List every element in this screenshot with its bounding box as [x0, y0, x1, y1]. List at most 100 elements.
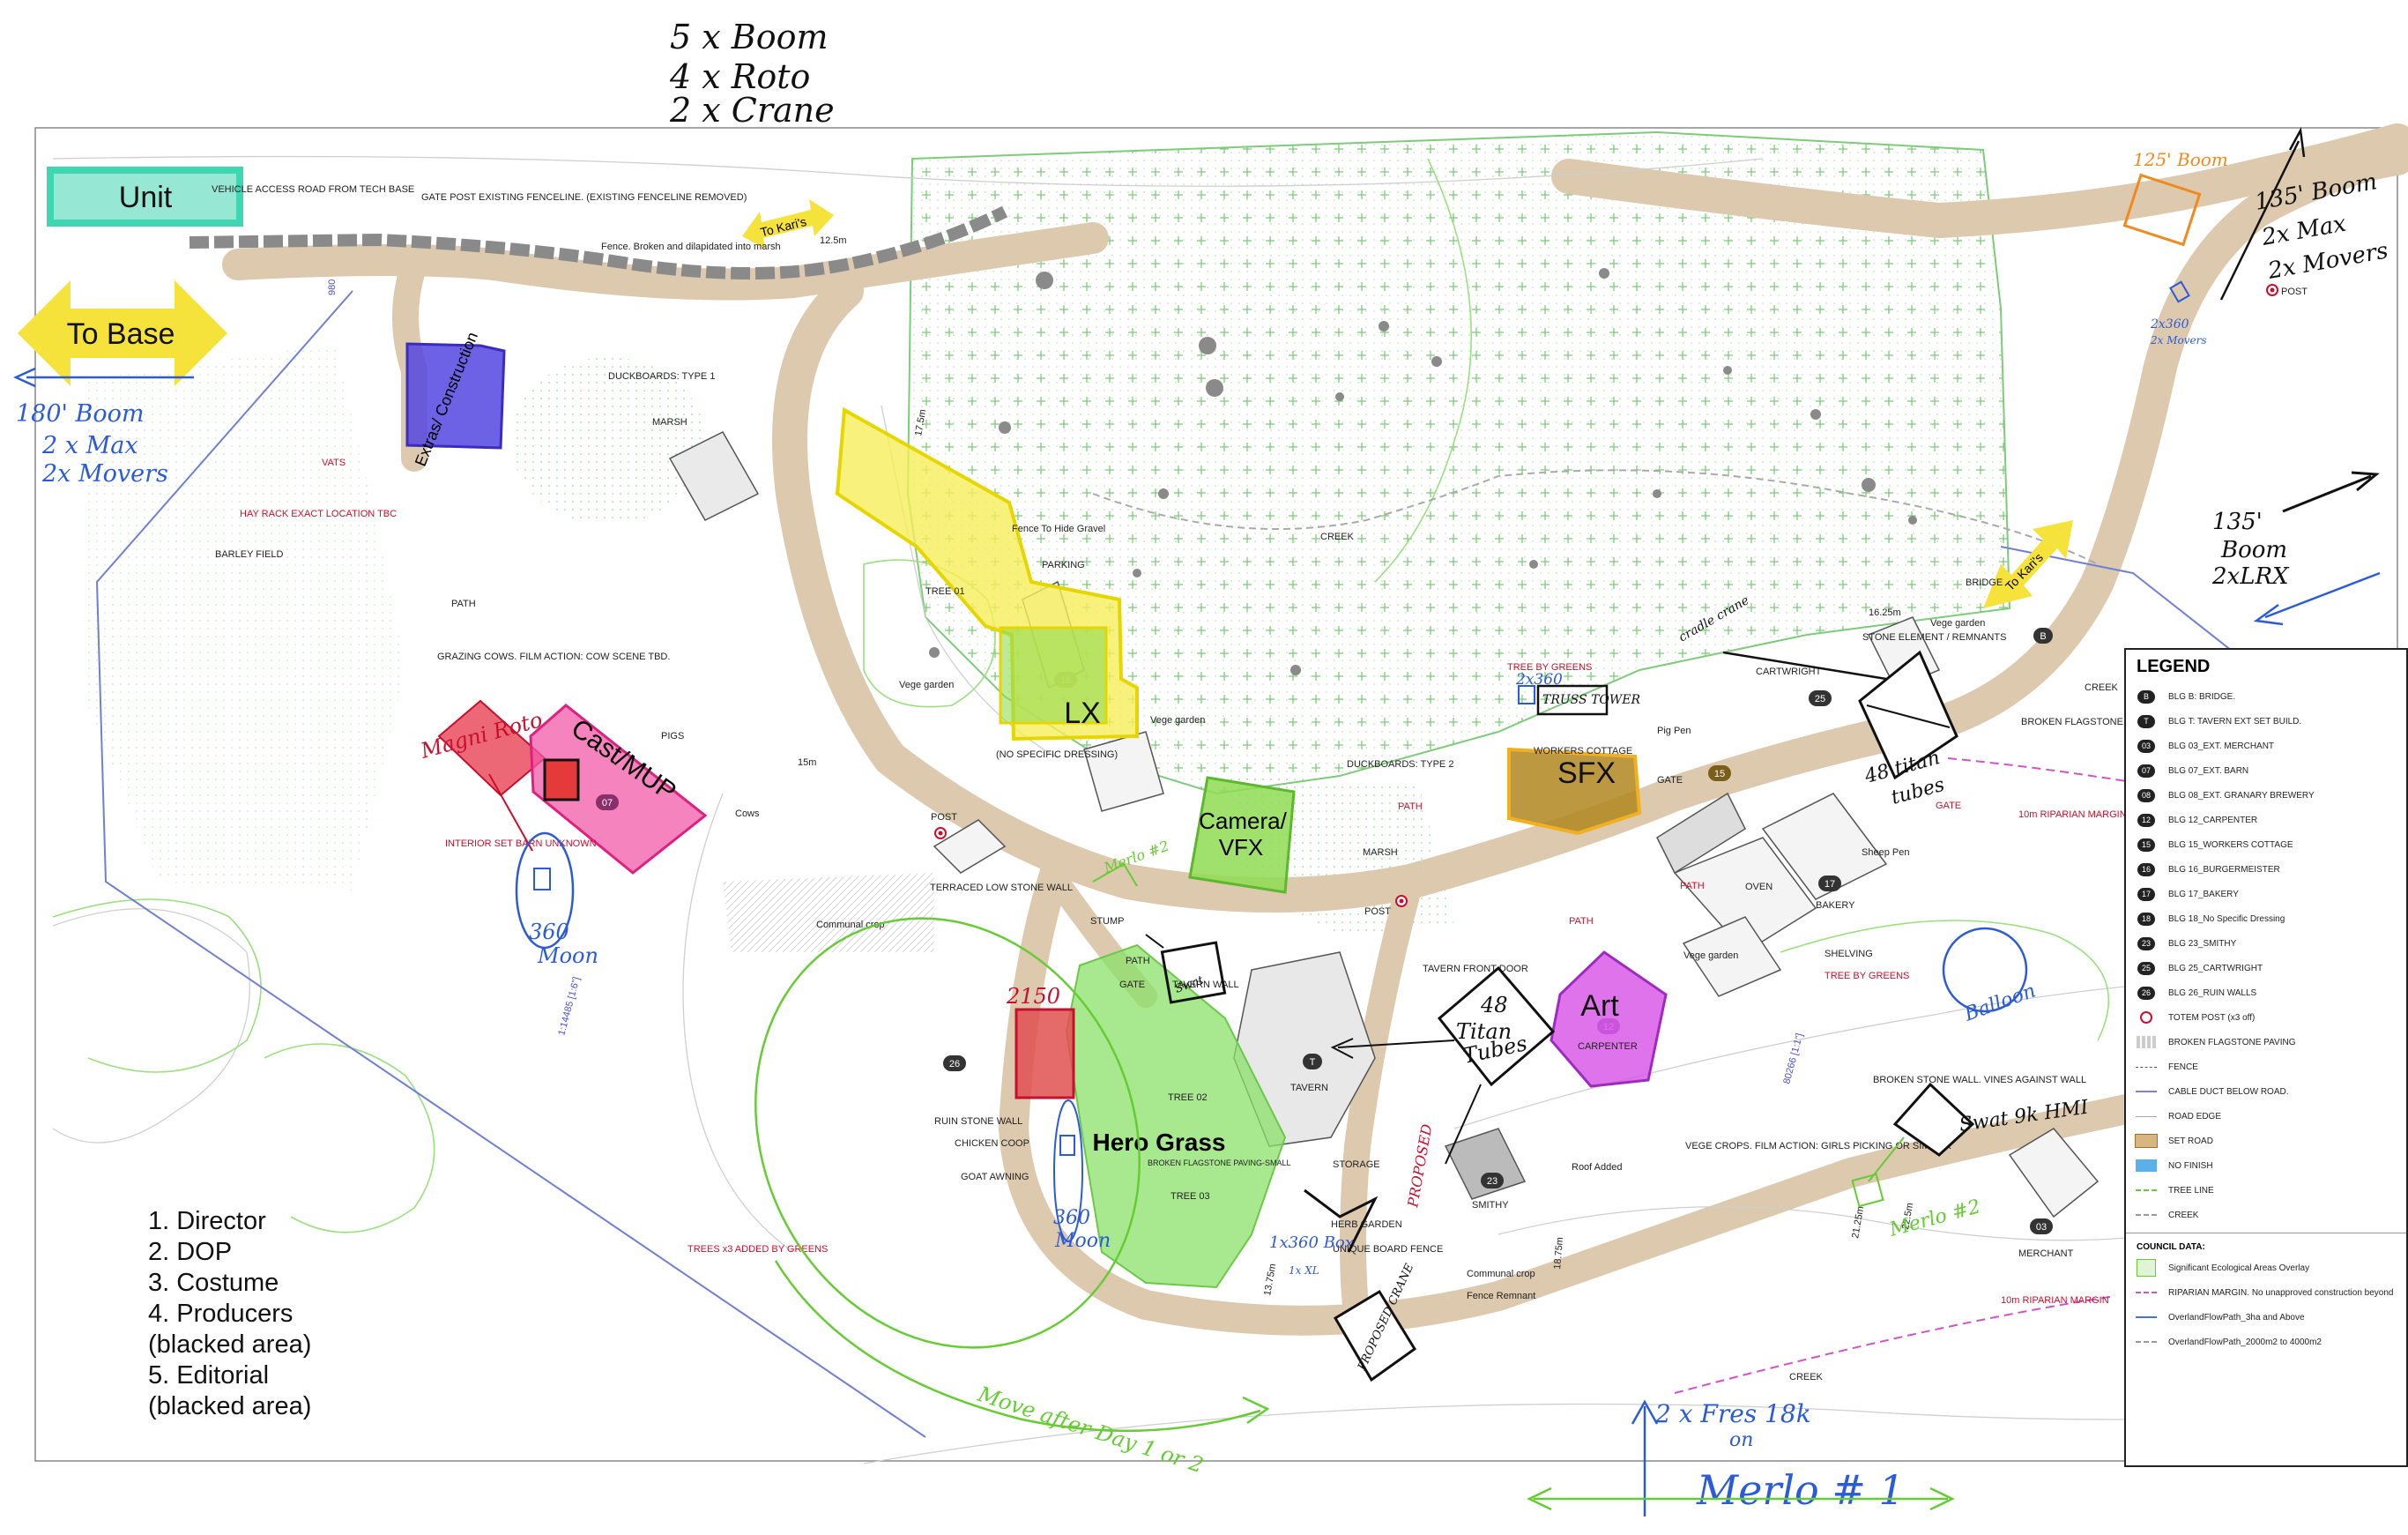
- vehicle-access-road: [189, 205, 1008, 279]
- svg-text:15m: 15m: [798, 757, 816, 768]
- riparian-margin-south: [1674, 1295, 2116, 1394]
- camera-vfx-zone[interactable]: Camera/ VFX: [1188, 776, 1296, 894]
- svg-text:BARLEY FIELD: BARLEY FIELD: [215, 549, 283, 560]
- svg-text:TREE 01: TREE 01: [925, 586, 965, 597]
- svg-text:POST: POST: [931, 812, 957, 823]
- svg-text:GATE: GATE: [1936, 801, 1961, 811]
- building-disc-icon: 15: [2137, 838, 2155, 852]
- svg-text:CREEK: CREEK: [1789, 1372, 1824, 1382]
- to-base-arrow[interactable]: To Base: [18, 280, 227, 386]
- to-base-label: To Base: [67, 317, 175, 351]
- svg-text:Roof Added: Roof Added: [1572, 1162, 1623, 1173]
- riparian-icon: [2135, 1285, 2158, 1300]
- building-markers: 18 15 25 17 26 12 23 03 B T: [943, 628, 2053, 1234]
- building-disc-icon: 03: [2137, 739, 2155, 753]
- svg-text:TREE BY GREENS: TREE BY GREENS: [1507, 662, 1592, 673]
- legend-symbol: NO FINISH: [2126, 1153, 2406, 1178]
- svg-text:Cows: Cows: [735, 808, 760, 819]
- svg-text:360: 360: [529, 920, 569, 944]
- camera-label: Camera/: [1199, 808, 1287, 834]
- svg-text:Titan: Titan: [1456, 1019, 1512, 1044]
- svg-text:Vege garden: Vege garden: [1683, 950, 1738, 961]
- hero-grass-zone[interactable]: Hero Grass: [1065, 943, 1287, 1289]
- svg-text:Vege garden: Vege garden: [1150, 715, 1205, 726]
- svg-text:TERRACED LOW STONE WALL: TERRACED LOW STONE WALL: [930, 883, 1073, 893]
- communal-crop-area: [723, 873, 934, 952]
- svg-text:POST: POST: [2281, 287, 2308, 297]
- crane-2150-zone[interactable]: [1014, 1008, 1075, 1099]
- paving-icon: [2135, 1035, 2158, 1049]
- unit-zone[interactable]: Unit: [47, 167, 243, 227]
- barley-field: [88, 344, 405, 890]
- svg-text:BRIDGE: BRIDGE: [1966, 577, 2003, 588]
- building-disc-icon: 25: [2137, 961, 2155, 975]
- building-disc-icon: 17: [2137, 887, 2155, 901]
- hero-grass-label: Hero Grass: [1093, 1129, 1226, 1156]
- svg-text:CREEK: CREEK: [2085, 682, 2119, 693]
- svg-text:SMITHY: SMITHY: [1472, 1200, 1509, 1211]
- legend-symbol: CREEK: [2126, 1203, 2406, 1227]
- building-07: 07: [602, 798, 613, 808]
- svg-text:980: 980: [327, 279, 338, 295]
- art-zone[interactable]: Art: [1550, 950, 1668, 1088]
- building-disc-icon: 07: [2137, 764, 2155, 778]
- legend-symbol: SET ROAD: [2126, 1129, 2406, 1153]
- svg-text:2150: 2150: [1006, 984, 1060, 1009]
- svg-text:MARSH: MARSH: [652, 417, 687, 428]
- svg-text:UNIQUE BOARD FENCE: UNIQUE BOARD FENCE: [1333, 1244, 1443, 1255]
- svg-text:TRUSS TOWER: TRUSS TOWER: [1542, 693, 1640, 707]
- building-disc-icon: B: [2137, 689, 2155, 704]
- svg-text:PARKING: PARKING: [1042, 560, 1085, 570]
- svg-text:13.75m: 13.75m: [1262, 1263, 1278, 1296]
- building-disc-icon: 23: [2137, 936, 2155, 950]
- set-road-icon: [2135, 1134, 2158, 1148]
- svg-text:VATS: VATS: [322, 458, 346, 468]
- building-disc-icon: T: [2137, 714, 2155, 728]
- svg-text:Pig Pen: Pig Pen: [1657, 726, 1691, 736]
- svg-text:CREEK: CREEK: [1320, 532, 1355, 542]
- svg-text:PIGS: PIGS: [661, 731, 684, 741]
- building-disc-icon: 08: [2137, 788, 2155, 802]
- svg-text:1:14485 [1:6"]: 1:14485 [1:6"]: [556, 976, 582, 1037]
- svg-text:TAVERN FRONT DOOR: TAVERN FRONT DOOR: [1423, 964, 1528, 974]
- legend-symbol: TREE LINE: [2126, 1178, 2406, 1203]
- note-roto: 4 x Roto: [669, 57, 810, 96]
- map-labels: VEHICLE ACCESS ROAD FROM TECH BASE GATE …: [212, 184, 2308, 1382]
- svg-text:PROPOSED: PROPOSED: [1404, 1122, 1435, 1209]
- svg-text:DUCKBOARDS: TYPE 1: DUCKBOARDS: TYPE 1: [608, 371, 715, 382]
- svg-text:Sheep Pen: Sheep Pen: [1862, 847, 1909, 858]
- svg-text:Communal crop: Communal crop: [1467, 1269, 1535, 1279]
- svg-text:22.5m: 22.5m: [1900, 1202, 1915, 1230]
- svg-text:80266 [1:1"]: 80266 [1:1"]: [1781, 1032, 1805, 1085]
- svg-text:17.5m: 17.5m: [913, 408, 928, 436]
- overland-3ha-icon: [2135, 1310, 2158, 1324]
- svg-text:(NO SPECIFIC DRESSING): (NO SPECIFIC DRESSING): [996, 749, 1118, 760]
- svg-text:STONE ELEMENT / REMNANTS: STONE ELEMENT / REMNANTS: [1862, 632, 2006, 643]
- svg-text:BROKEN FLAGSTONE PAVING-SMALL: BROKEN FLAGSTONE PAVING-SMALL: [1148, 1159, 1291, 1167]
- svg-text:1x360 Box: 1x360 Box: [1269, 1233, 1354, 1252]
- sfx-zone[interactable]: SFX: [1507, 747, 1642, 836]
- svg-text:GATE: GATE: [1119, 980, 1145, 990]
- svg-text:GOAT AWNING: GOAT AWNING: [961, 1172, 1029, 1182]
- svg-text:Vege garden: Vege garden: [1930, 618, 1985, 629]
- svg-text:Boom: Boom: [2220, 537, 2287, 563]
- svg-text:STUMP: STUMP: [1090, 916, 1125, 927]
- lx-zone[interactable]: LX: [835, 406, 1139, 741]
- legend-symbol: CABLE DUCT BELOW ROAD.: [2126, 1079, 2406, 1104]
- svg-text:WORKERS COTTAGE: WORKERS COTTAGE: [1534, 746, 1632, 756]
- extras-zone[interactable]: Extras/ Construction: [405, 330, 506, 469]
- svg-text:POST: POST: [1364, 906, 1391, 917]
- ecological-overlay: [511, 130, 2011, 935]
- svg-text:TREE 02: TREE 02: [1168, 1092, 1208, 1103]
- svg-text:on: on: [1729, 1429, 1753, 1451]
- svg-text:Fence Remnant: Fence Remnant: [1467, 1291, 1535, 1301]
- svg-text:PATH: PATH: [1680, 881, 1705, 891]
- totem-posts: [934, 284, 2278, 907]
